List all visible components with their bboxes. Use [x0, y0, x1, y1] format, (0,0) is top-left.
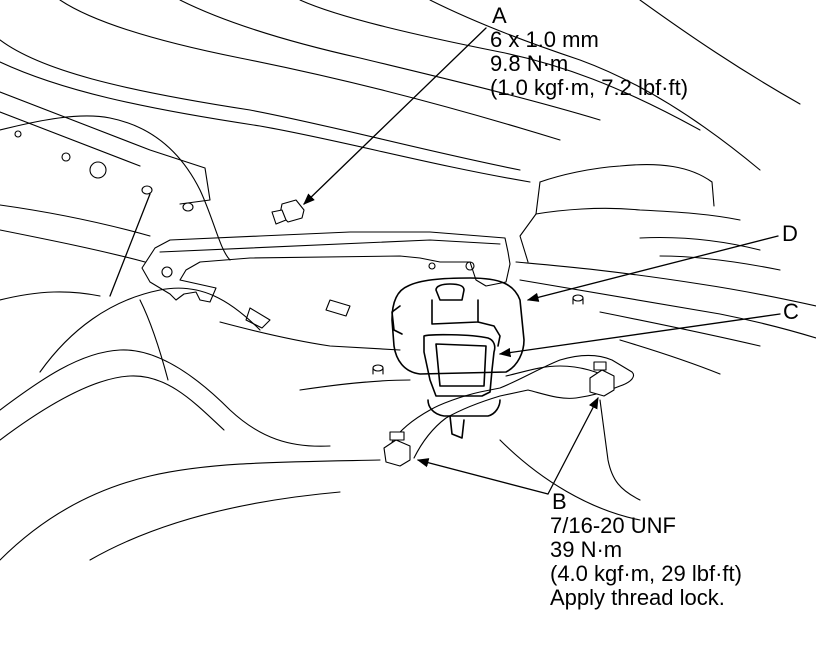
bolt-icon — [383, 431, 411, 467]
callout-b-torque-nm: 39 N·m — [550, 537, 623, 562]
bolt-icon — [589, 361, 615, 397]
callout-b-note: Apply thread lock. — [550, 585, 725, 610]
callout-a: A 6 x 1.0 mm 9.8 N·m (1.0 kgf·m, 7.2 lbf… — [490, 4, 688, 100]
top-bracket — [141, 231, 511, 303]
callout-b-torque-alt: (4.0 kgf·m, 29 lbf·ft) — [550, 561, 742, 586]
leader-lines — [109, 27, 781, 495]
bolt-icon — [271, 199, 305, 225]
callout-c: C — [783, 300, 799, 324]
callout-b-thread-spec: 7/16-20 UNF — [550, 513, 676, 538]
callout-b: B 7/16-20 UNF 39 N·m (4.0 kgf·m, 29 lbf·… — [550, 490, 742, 610]
callout-b-letter: B — [552, 489, 567, 514]
callout-c-letter: C — [783, 299, 799, 324]
body-panel-lines — [0, 0, 801, 301]
side-rail — [0, 91, 211, 212]
callout-a-torque-alt: (1.0 kgf·m, 7.2 lbf·ft) — [490, 75, 689, 100]
frame-right — [515, 164, 816, 375]
support-pins — [372, 294, 584, 375]
callout-a-bolt-size: 6 x 1.0 mm — [490, 27, 599, 52]
callout-a-letter: A — [492, 3, 507, 28]
engine-mount — [391, 277, 525, 439]
lower-body-lines — [0, 287, 641, 561]
callout-d: D — [782, 222, 798, 246]
callout-d-letter: D — [782, 221, 798, 246]
callout-a-torque-nm: 9.8 N·m — [490, 51, 569, 76]
